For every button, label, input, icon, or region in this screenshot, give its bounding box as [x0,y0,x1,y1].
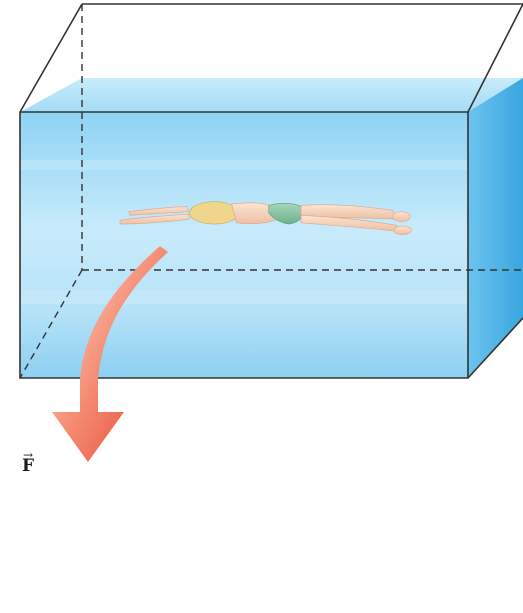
water-tank [20,4,523,378]
water-side-face [468,78,523,378]
vector-arrow-mark: → [23,449,33,461]
water-surface [20,78,523,112]
water-front-face [20,112,468,378]
force-vector-label: → F [22,458,34,475]
